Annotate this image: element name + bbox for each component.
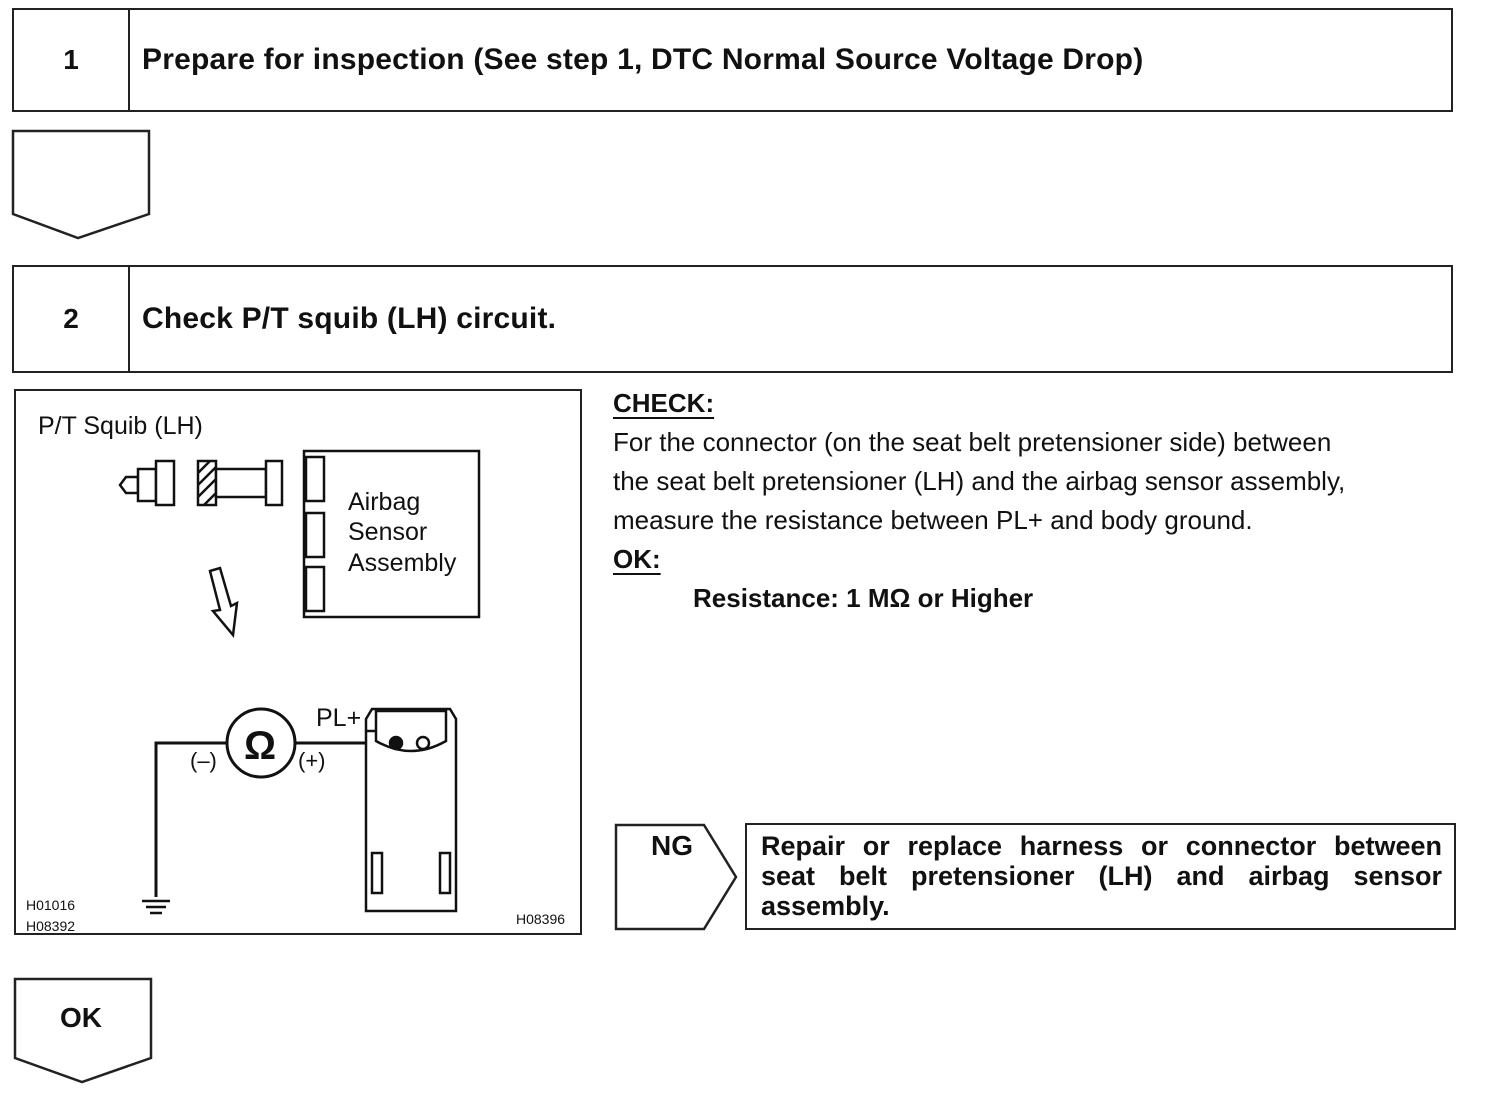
disconnect-arrow-icon <box>208 566 239 639</box>
sensor-label-line1: Airbag <box>348 488 421 516</box>
step-2-box: 2 Check P/T squib (LH) circuit. <box>12 265 1453 373</box>
squib-label: P/T Squib (LH) <box>38 412 203 440</box>
ok-heading: OK: <box>613 544 661 574</box>
minus-label: (–) <box>190 748 217 773</box>
step-1-title: Prepare for inspection (See step 1, DTC … <box>142 43 1144 76</box>
plus-label: (+) <box>298 748 326 773</box>
ohmmeter-icon <box>225 707 297 779</box>
check-line-1: For the connector (on the seat belt pret… <box>613 427 1332 457</box>
ok-label: OK <box>60 1002 102 1033</box>
ref-code-1: H01016 <box>26 897 76 913</box>
squib-connector-icon <box>118 459 176 507</box>
circuit-figure: P/T Squib (LH) Airbag Sensor Assembly Ω … <box>14 389 582 935</box>
step-2-title: Check P/T squib (LH) circuit. <box>142 302 557 335</box>
ref-code-3: H08396 <box>516 911 566 927</box>
ng-label: NG <box>651 830 693 861</box>
ng-arrow <box>614 823 738 931</box>
step-1-number: 1 <box>14 10 130 110</box>
ng-action-box: Repair or replace harness or connector b… <box>745 823 1456 930</box>
circuit-diagram <box>118 449 481 915</box>
check-line-2: the seat belt pretensioner (LH) and the … <box>613 466 1346 496</box>
airbag-sensor-box <box>302 449 481 619</box>
step-2-number: 2 <box>14 267 130 371</box>
pretensioner-connector-icon <box>364 707 458 913</box>
check-line-3: measure the resistance between PL+ and b… <box>613 505 1253 535</box>
sensor-label-line2: Sensor <box>348 518 428 546</box>
ground-wire <box>154 741 228 897</box>
step-1-box: 1 Prepare for inspection (See step 1, DT… <box>12 8 1453 112</box>
check-instructions: CHECK: For the connector (on the seat be… <box>613 384 1463 618</box>
connector-hatched-icon <box>196 459 284 507</box>
ref-code-2: H08392 <box>26 918 76 934</box>
ground-symbol-icon <box>142 899 170 915</box>
sensor-label-line3: Assembly <box>348 549 457 577</box>
ohm-symbol: Ω <box>244 724 277 768</box>
check-heading: CHECK: <box>613 388 715 418</box>
ok-arrow <box>13 977 153 1084</box>
resistance-spec: Resistance: 1 MΩ or Higher <box>693 583 1034 613</box>
flow-down-arrow <box>11 129 151 240</box>
terminal-label: PL+ <box>316 704 362 732</box>
